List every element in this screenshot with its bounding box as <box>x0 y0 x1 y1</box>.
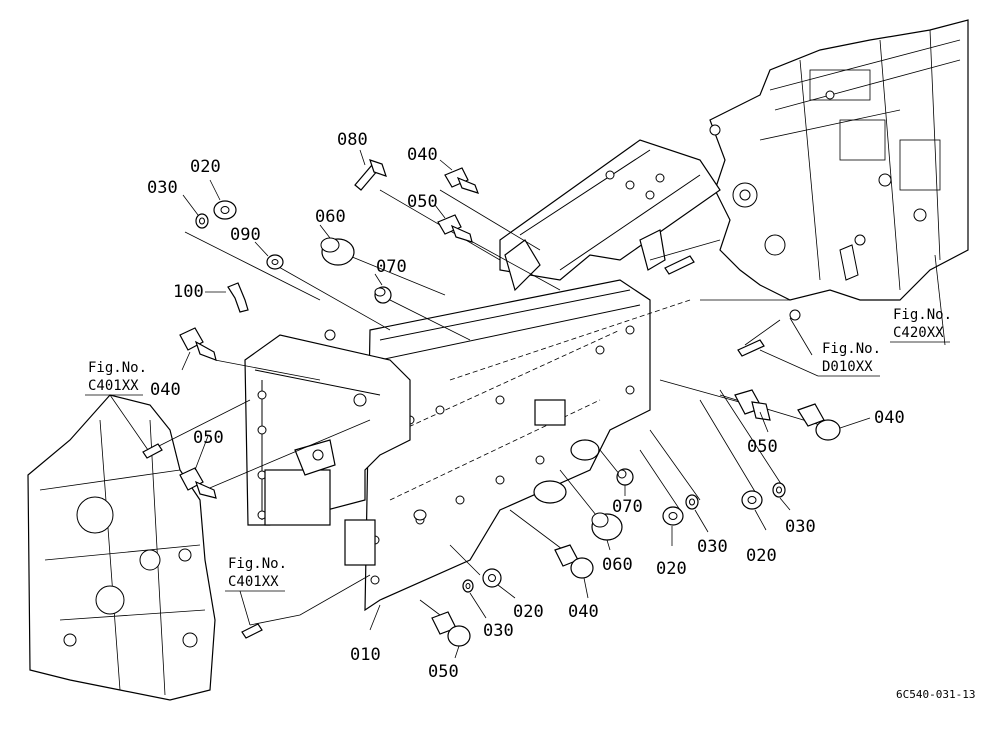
nut-020-bottom <box>482 568 502 588</box>
figref-c401-top-label: Fig.No. <box>88 360 147 376</box>
callout-010: 010 <box>350 645 381 665</box>
callout-090: 090 <box>230 225 261 245</box>
callout-060-top: 060 <box>315 207 346 227</box>
figref-c420-code: C420XX <box>893 325 944 341</box>
callout-040-right: 040 <box>874 408 905 428</box>
bolt-040-top <box>444 167 479 194</box>
callout-labels: 080 040 020 030 050 060 090 070 100 040 … <box>147 130 905 682</box>
main-frame-plate <box>344 279 691 612</box>
callout-050-left: 050 <box>193 428 224 448</box>
nut-020-mid <box>662 506 684 526</box>
bolt-040-right <box>797 403 841 441</box>
callout-080: 080 <box>337 130 368 150</box>
transmission-housing <box>709 19 969 321</box>
callout-050-right: 050 <box>747 437 778 457</box>
front-housing <box>27 394 216 701</box>
bolt-040-bottom <box>554 544 594 579</box>
washer-030-top <box>195 213 209 229</box>
clip-100 <box>227 282 249 313</box>
drawing-code: 6C540-031-13 <box>896 688 975 701</box>
figref-d010-code: D010XX <box>822 359 873 375</box>
callout-030-mid: 030 <box>697 537 728 557</box>
callout-020-mid: 020 <box>656 559 687 579</box>
callout-070-mid: 070 <box>612 497 643 517</box>
nut-020-right <box>741 490 763 510</box>
callout-050-top: 050 <box>407 192 438 212</box>
callout-030-top: 030 <box>147 178 178 198</box>
frame-fittings <box>413 399 600 521</box>
left-bracket-plate <box>244 329 411 526</box>
figref-c401-top-code: C401XX <box>88 378 139 394</box>
stud-c401-top <box>142 443 163 459</box>
callout-050-bottom: 050 <box>428 662 459 682</box>
bushing-060-top <box>320 237 355 266</box>
callout-040-top: 040 <box>407 145 438 165</box>
callout-020-bottom: 020 <box>513 602 544 622</box>
callout-leaders <box>181 149 946 659</box>
bolt-080 <box>354 159 387 191</box>
figure-ref-c401-bottom: Fig.No. C401XX <box>225 556 287 626</box>
nut-090 <box>266 254 284 270</box>
figref-c401-bottom-code: C401XX <box>228 574 279 590</box>
washer-030-bottom <box>462 579 474 593</box>
figure-ref-c420: Fig.No. C420XX <box>890 307 952 343</box>
stud-d010 <box>737 339 765 357</box>
callout-040-left: 040 <box>150 380 181 400</box>
bushing-070-top <box>374 286 392 304</box>
washer-030-mid <box>685 494 699 510</box>
figref-c401-bottom-label: Fig.No. <box>228 556 287 572</box>
callout-040-bottom: 040 <box>568 602 599 622</box>
callout-020-right: 020 <box>746 546 777 566</box>
callout-070-top: 070 <box>376 257 407 277</box>
figure-ref-c401-top: Fig.No. C401XX <box>85 360 149 451</box>
top-bracket <box>499 139 721 292</box>
bolt-050-right <box>734 389 771 421</box>
bushing-060-mid <box>591 512 623 541</box>
callout-100: 100 <box>173 282 204 302</box>
nut-020-top <box>213 200 237 220</box>
callout-020-top: 020 <box>190 157 221 177</box>
callout-030-bottom: 030 <box>483 621 514 641</box>
figref-d010-label: Fig.No. <box>822 341 881 357</box>
bolt-050-bottom <box>431 611 471 647</box>
bushing-070-mid <box>616 468 634 486</box>
figref-c420-label: Fig.No. <box>893 307 952 323</box>
stud-c401-bottom <box>241 623 263 639</box>
callout-060-mid: 060 <box>602 555 633 575</box>
figure-ref-d010: Fig.No. D010XX <box>759 341 881 377</box>
stud-c420 <box>664 255 695 275</box>
washer-030-right <box>772 482 786 498</box>
callout-030-right: 030 <box>785 517 816 537</box>
bolt-050-left <box>179 467 217 499</box>
bolt-050-top <box>437 214 473 243</box>
assembly-lines <box>154 189 821 631</box>
bolt-040-left <box>179 327 217 361</box>
